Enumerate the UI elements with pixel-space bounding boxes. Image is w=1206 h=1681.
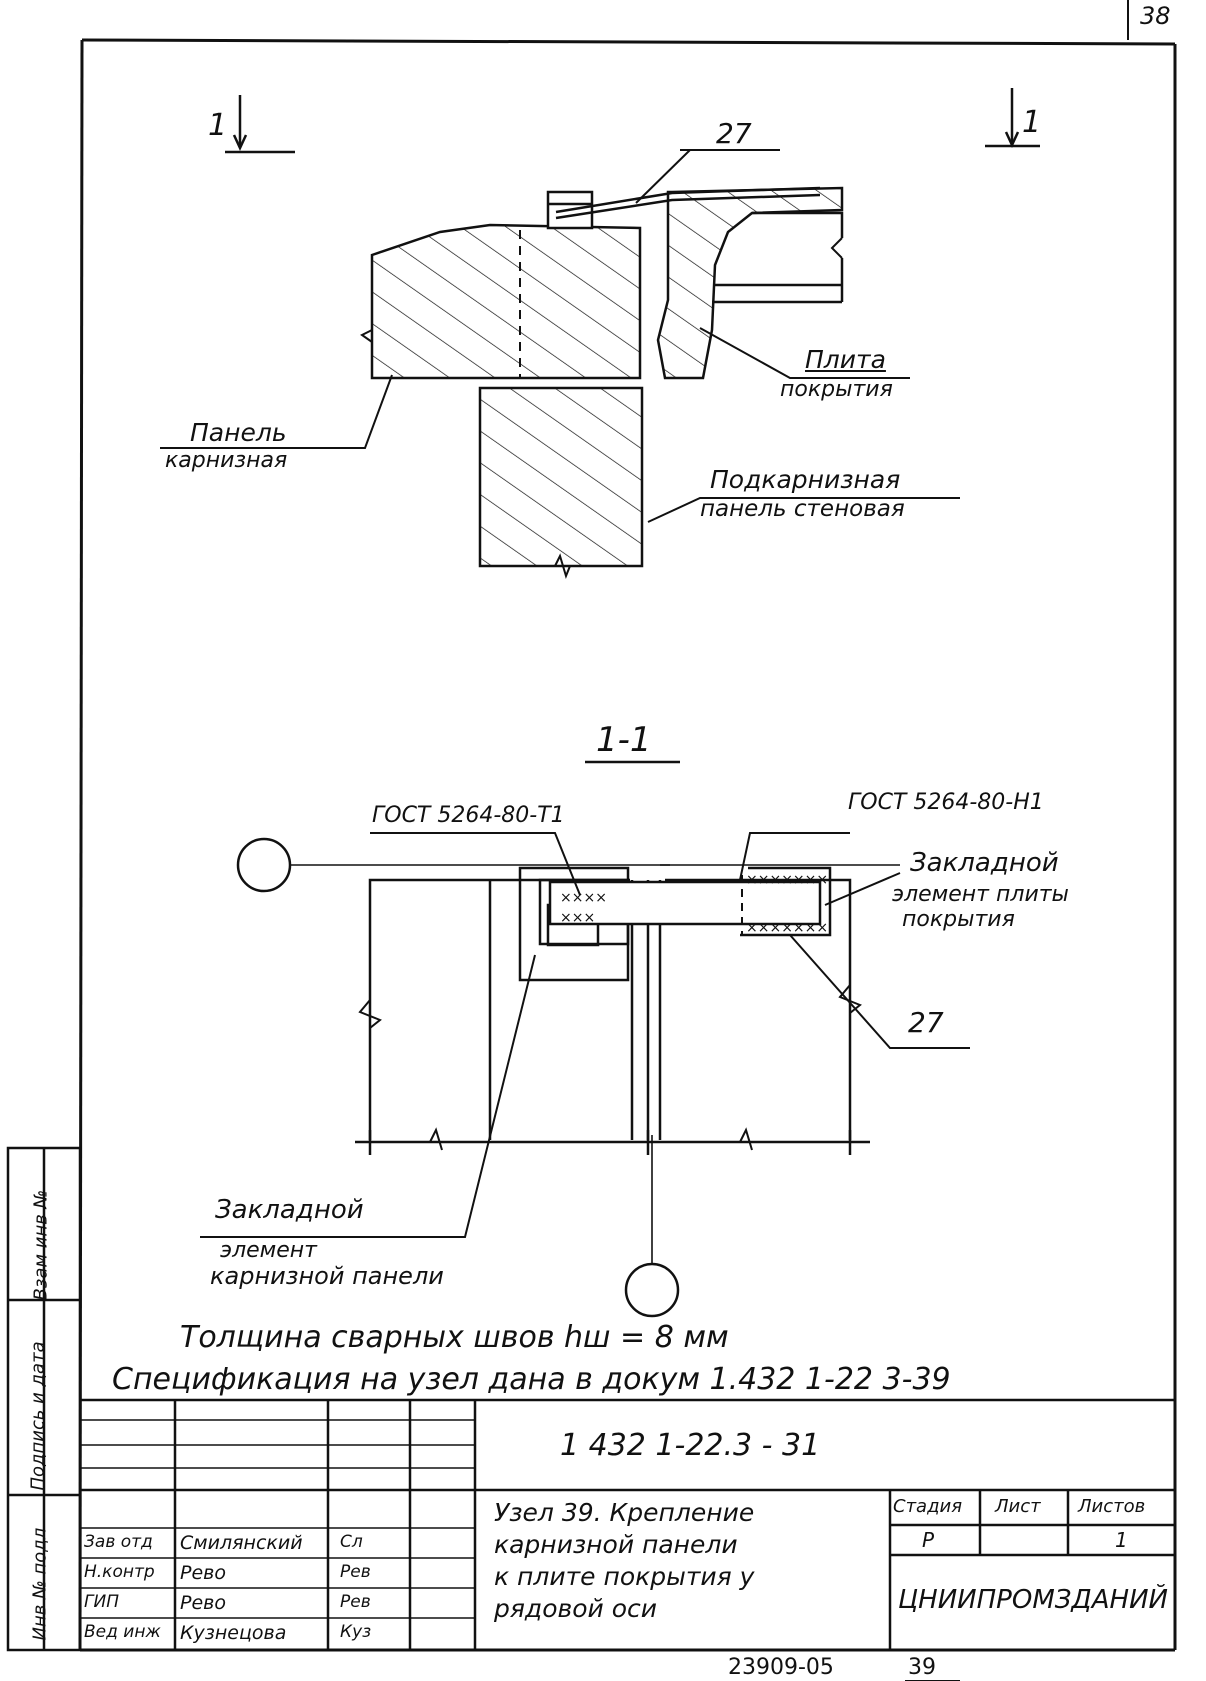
staff-role: Вед инж xyxy=(84,1622,161,1642)
note-specification: Спецификация на узел дана в докум 1.432 … xyxy=(112,1362,951,1397)
header-sheet: Лист xyxy=(995,1496,1041,1517)
label-item-27-top: 27 xyxy=(716,117,752,150)
side-stamp-replacement: Взам инв № xyxy=(30,1189,52,1301)
label-item-27-section: 27 xyxy=(908,1006,944,1039)
staff-name: Рево xyxy=(180,1592,226,1614)
section-mark-right xyxy=(985,88,1040,148)
label-under-cornice-line2: панель стеновая xyxy=(700,496,905,522)
cornice-panel xyxy=(360,223,642,380)
side-stamp-inventory: Инв № подл xyxy=(29,1527,51,1641)
label-roof-slab-line1: Плита xyxy=(805,345,886,374)
value-stage: Р xyxy=(922,1528,935,1552)
footer-page: 39 xyxy=(908,1655,936,1680)
label-cornice-panel-line1: Панель xyxy=(190,418,287,447)
note-weld-thickness: Толщина сварных швов hш = 8 мм xyxy=(180,1320,729,1355)
title-line-1: Узел 39. Крепление xyxy=(494,1498,755,1527)
label-panel-embedded-line2: элемент xyxy=(220,1238,318,1263)
staff-role: Зав отд xyxy=(84,1532,153,1552)
side-stamp-frame xyxy=(6,1146,82,1652)
under-cornice-wall-panel xyxy=(478,386,644,580)
organization: ЦНИИПРОМЗДАНИЙ xyxy=(898,1585,1168,1615)
section-1-1 xyxy=(290,864,900,1265)
doc-code: 1 432 1-22.3 - 31 xyxy=(560,1428,821,1463)
staff-signature: Сл xyxy=(340,1532,363,1552)
section-mark-right-number: 1 xyxy=(1022,105,1042,140)
title-block-grid xyxy=(80,1398,1175,1650)
section-leaders xyxy=(200,832,970,1238)
staff-role: Н.контр xyxy=(84,1562,155,1582)
label-panel-embedded-line1: Закладной xyxy=(215,1195,364,1225)
label-slab-embedded-line3: покрытия xyxy=(902,907,1015,932)
title-line-4: рядовой оси xyxy=(494,1594,658,1623)
axis-marker-left xyxy=(236,837,292,893)
label-slab-embedded-line2: элемент плиты xyxy=(892,882,1069,907)
svg-text:×××××××: ××××××× xyxy=(746,872,828,888)
title-line-2: карнизной панели xyxy=(494,1530,738,1559)
staff-signature: Рев xyxy=(340,1592,371,1612)
staff-role: ГИП xyxy=(84,1592,119,1612)
label-cornice-panel-line2: карнизная xyxy=(165,448,288,473)
section-mark-left xyxy=(225,95,295,154)
top-leaders xyxy=(160,149,960,523)
section-mark-left-number: 1 xyxy=(208,108,228,143)
value-sheets: 1 xyxy=(1115,1528,1128,1552)
staff-name: Рево xyxy=(180,1562,226,1584)
label-slab-embedded-line1: Закладной xyxy=(910,848,1059,878)
label-panel-embedded-line3: карнизной панели xyxy=(210,1262,444,1290)
staff-name: Смилянский xyxy=(180,1532,303,1554)
staff-name: Кузнецова xyxy=(180,1622,287,1644)
label-roof-slab-line2: покрытия xyxy=(780,377,893,402)
axis-marker-bottom xyxy=(624,1262,680,1318)
header-stage: Стадия xyxy=(893,1496,963,1517)
label-under-cornice-line1: Подкарнизная xyxy=(710,465,901,494)
staff-signature: Куз xyxy=(340,1622,372,1642)
svg-text:××××: ×××× xyxy=(560,890,607,906)
weld-marks: ×××× ××× ××××××× ××××××× xyxy=(560,872,828,936)
label-weld-t1: ГОСТ 5264-80-Т1 xyxy=(372,803,565,828)
header-sheets: Листов xyxy=(1078,1496,1146,1517)
page-number: 38 xyxy=(1140,2,1171,30)
title-line-3: к плите покрытия у xyxy=(494,1562,755,1591)
section-title: 1-1 xyxy=(596,720,652,760)
staff-signature: Рев xyxy=(340,1562,371,1582)
svg-text:×××: ××× xyxy=(560,910,595,926)
side-stamp-signature-date: Подпись и дата xyxy=(27,1341,49,1491)
label-weld-h1: ГОСТ 5264-80-Н1 xyxy=(848,790,1044,815)
footer-number: 23909-05 xyxy=(728,1655,834,1680)
svg-text:×××××××: ××××××× xyxy=(746,920,828,936)
